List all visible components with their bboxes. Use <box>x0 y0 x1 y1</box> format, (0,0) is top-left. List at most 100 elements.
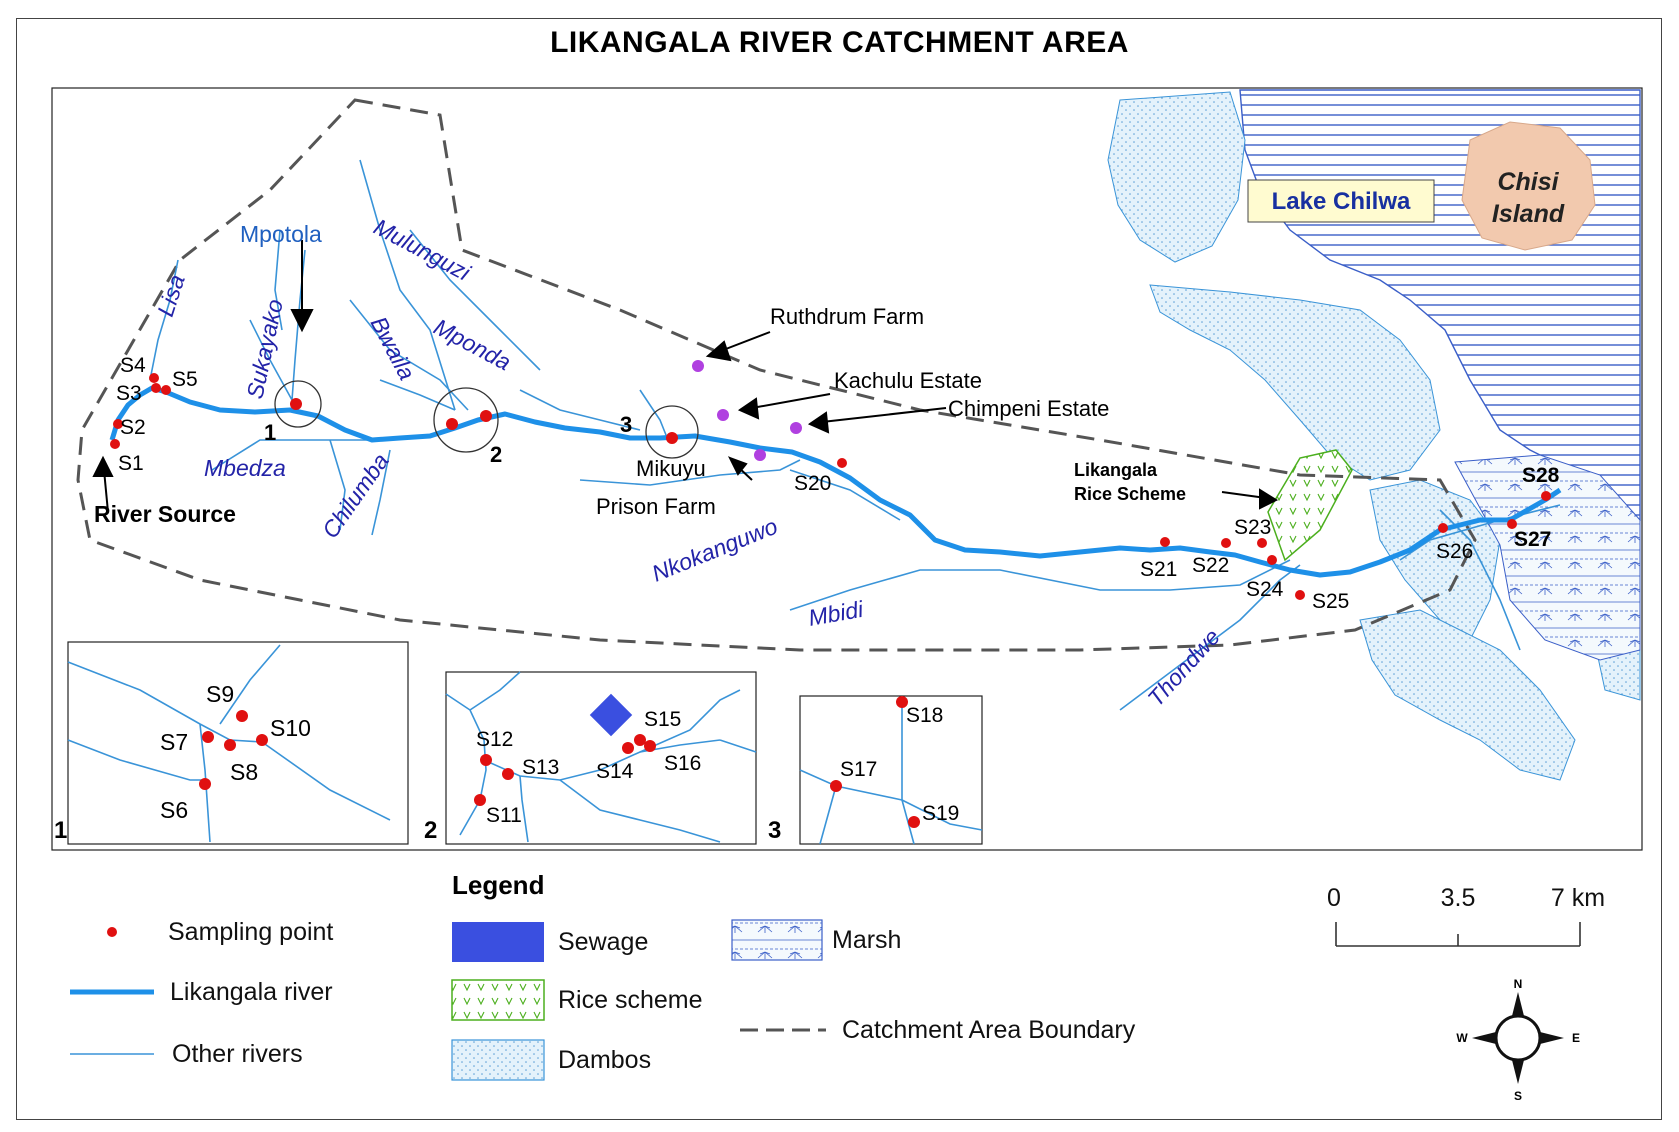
label-circle-1: 1 <box>264 420 276 445</box>
sampling-point-s24 <box>1267 555 1277 565</box>
estate-point-mikuyu <box>754 449 766 461</box>
compass-s: S <box>1514 1089 1522 1103</box>
sampling-point-s4 <box>151 383 161 393</box>
label-s14: S14 <box>596 760 634 783</box>
scale-bar: 0 3.5 7 km <box>1327 884 1605 947</box>
sampling-point-s9 <box>236 710 248 722</box>
label-s27: S27 <box>1514 528 1551 551</box>
map-frame <box>16 18 1662 1120</box>
label-s2: S2 <box>120 416 146 439</box>
pointer-arrows <box>92 240 1279 513</box>
island-label-1: Chisi <box>1497 168 1559 196</box>
sampling-point-s14 <box>622 742 634 754</box>
label-s6: S6 <box>160 797 188 823</box>
catchment-boundary <box>76 98 1477 652</box>
lake-label: Lake Chilwa <box>1272 188 1411 215</box>
sampling-point-s12 <box>480 754 492 766</box>
sampling-point-s16 <box>644 740 656 752</box>
sampling-point-s7 <box>202 731 214 743</box>
sampling-point-s26 <box>1438 523 1448 533</box>
zoom-circle-3 <box>645 405 699 459</box>
zoom-circle-2 <box>433 387 499 453</box>
legend: Legend Sampling point Likangala river Ot… <box>70 870 1136 1081</box>
legend-rice-scheme: Rice scheme <box>558 986 703 1014</box>
sampling-point-s2 <box>113 419 123 429</box>
legend-other-rivers: Other rivers <box>172 1040 303 1068</box>
likangala-river <box>109 385 1562 578</box>
chisi-island <box>1461 121 1596 251</box>
inset-3: S18 S17 S19 <box>799 695 983 845</box>
dambo-south <box>1359 609 1576 781</box>
sampling-point-s6 <box>199 778 211 790</box>
inset-3-number: 3 <box>768 817 781 844</box>
label-s22: S22 <box>1192 554 1229 577</box>
estate-point-ruthdrum <box>692 360 704 372</box>
sampling-point-s11 <box>474 794 486 806</box>
legend-dambos: Dambos <box>558 1046 651 1074</box>
scale-label-mid: 3.5 <box>1441 884 1476 912</box>
label-s20: S20 <box>794 472 831 495</box>
sampling-point-s5 <box>161 385 171 395</box>
compass-rose: N S W E <box>1456 977 1580 1103</box>
label-s15: S15 <box>644 708 681 731</box>
sampling-point-s15 <box>634 734 646 746</box>
label-s8: S8 <box>230 759 258 785</box>
legend-sampling-swatch <box>107 927 117 937</box>
legend-rice-swatch <box>451 979 545 1021</box>
label-kachulu-estate: Kachulu Estate <box>834 368 982 393</box>
sampling-point-circle2a <box>446 418 458 430</box>
map-title: LIKANGALA RIVER CATCHMENT AREA <box>550 26 1129 59</box>
estate-point-kachulu <box>717 409 729 421</box>
label-s18: S18 <box>906 704 943 727</box>
inset-1: S9 S7 S8 S10 S6 <box>67 641 409 845</box>
legend-dambos-swatch <box>451 1039 545 1081</box>
estate-points <box>692 360 802 461</box>
sampling-point-s13 <box>502 768 514 780</box>
sampling-point-s25 <box>1295 590 1305 600</box>
label-s3: S3 <box>116 382 142 405</box>
label-circle-2: 2 <box>490 442 502 467</box>
label-s16: S16 <box>664 752 701 775</box>
label-mikuyu-1: Mikuyu <box>636 456 706 481</box>
compass-n: N <box>1514 977 1523 991</box>
dambo-central <box>1149 284 1441 481</box>
label-s13: S13 <box>522 756 559 779</box>
sampling-point-s22 <box>1221 538 1231 548</box>
label-mpotola: Mpotola <box>240 221 322 247</box>
legend-sewage: Sewage <box>558 928 648 956</box>
label-s23: S23 <box>1234 516 1271 539</box>
inset-2-number: 2 <box>424 817 437 844</box>
sampling-point-s10 <box>256 734 268 746</box>
sampling-point-s21 <box>1160 537 1170 547</box>
sampling-point-s17 <box>830 780 842 792</box>
compass-e: E <box>1572 1031 1580 1045</box>
lake-label-box <box>1247 179 1435 223</box>
sampling-point-circle3 <box>666 432 678 444</box>
sampling-point-circle2b <box>480 410 492 422</box>
label-s19: S19 <box>922 802 959 825</box>
sampling-point-s8 <box>224 739 236 751</box>
island-label-2: Island <box>1492 200 1565 228</box>
sampling-point-s20 <box>837 458 847 468</box>
legend-likangala-river: Likangala river <box>170 978 333 1006</box>
scale-label-end: 7 km <box>1551 884 1605 912</box>
label-circle-3: 3 <box>620 412 632 437</box>
label-s17: S17 <box>840 758 877 781</box>
label-s7: S7 <box>160 729 188 755</box>
scale-label-0: 0 <box>1327 884 1341 912</box>
label-s9: S9 <box>206 681 234 707</box>
sampling-point-s1 <box>110 439 120 449</box>
inset-2: S12 S13 S11 S14 S15 S16 <box>445 671 757 845</box>
sampling-point-s23 <box>1257 538 1267 548</box>
inset-1-number: 1 <box>54 817 67 844</box>
label-ruthdrum-farm: Ruthdrum Farm <box>770 304 924 329</box>
label-s26: S26 <box>1436 540 1473 563</box>
label-rice-1: Likangala <box>1074 460 1158 480</box>
compass-w: W <box>1456 1031 1468 1045</box>
legend-boundary: Catchment Area Boundary <box>842 1016 1136 1044</box>
label-mikuyu-2: Prison Farm <box>596 494 716 519</box>
label-river-source: River Source <box>94 501 236 527</box>
sampling-point-s19 <box>908 816 920 828</box>
sampling-points-main <box>110 373 1551 600</box>
